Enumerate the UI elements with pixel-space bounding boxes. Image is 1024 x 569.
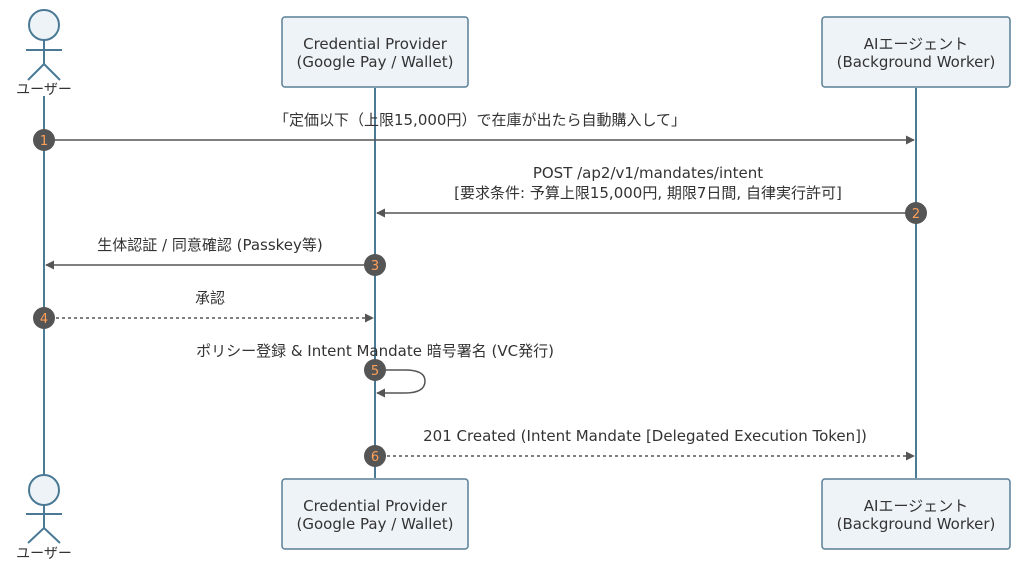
- participant-agent-top: AIエージェント (Background Worker): [821, 16, 1011, 88]
- message-4: 承認 4: [33, 289, 374, 329]
- user-icon: [28, 474, 60, 506]
- message-4-marker: [33, 307, 55, 329]
- user-icon: [28, 9, 60, 41]
- participant-provider-top: Credential Provider (Google Pay / Wallet…: [281, 16, 469, 88]
- message-1-label: 「定価以下（上限15,000円）で在庫が出たら自動購入して」: [274, 111, 686, 129]
- message-5-marker: [364, 359, 386, 381]
- message-2-number: 2: [912, 207, 920, 222]
- provider-label-line1: Credential Provider: [303, 35, 448, 53]
- message-5-number: 5: [371, 364, 379, 379]
- actor-user-bottom: ユーザー: [16, 474, 72, 562]
- message-6-marker: [364, 445, 386, 467]
- actor-user-label: ユーザー: [16, 546, 72, 562]
- message-4-number: 4: [40, 312, 48, 327]
- message-3-marker: [364, 254, 386, 276]
- actor-user-label: ユーザー: [16, 82, 72, 98]
- message-2: POST /ap2/v1/mandates/intent [要求条件: 予算上限…: [376, 164, 927, 224]
- message-6-label: 201 Created (Intent Mandate [Delegated E…: [423, 427, 867, 445]
- agent-label-line2: (Background Worker): [837, 515, 996, 533]
- participant-provider-bottom: Credential Provider (Google Pay / Wallet…: [281, 478, 469, 550]
- message-4-label: 承認: [195, 289, 225, 307]
- message-2-label-line1: POST /ap2/v1/mandates/intent: [533, 164, 763, 182]
- message-5: ポリシー登録 & Intent Mandate 暗号署名 (VC発行) 5: [196, 342, 554, 398]
- message-5-label: ポリシー登録 & Intent Mandate 暗号署名 (VC発行): [196, 342, 554, 360]
- message-2-label-line2: [要求条件: 予算上限15,000円, 期限7日間, 自律実行許可]: [454, 184, 842, 202]
- actor-user-top: ユーザー: [16, 9, 72, 98]
- message-2-marker: [905, 202, 927, 224]
- agent-label-line1: AIエージェント: [864, 35, 968, 53]
- provider-label-line1: Credential Provider: [303, 497, 448, 515]
- message-3: 生体認証 / 同意確認 (Passkey等) 3: [45, 236, 386, 276]
- message-1: 「定価以下（上限15,000円）で在庫が出たら自動購入して」 1: [33, 111, 915, 151]
- provider-label-line2: (Google Pay / Wallet): [297, 515, 454, 533]
- message-1-number: 1: [40, 134, 48, 149]
- provider-label-line2: (Google Pay / Wallet): [297, 53, 454, 71]
- message-5-self-arrow: [375, 369, 426, 398]
- message-6: 201 Created (Intent Mandate [Delegated E…: [364, 427, 915, 467]
- message-3-number: 3: [371, 259, 379, 274]
- agent-label-line1: AIエージェント: [864, 497, 968, 515]
- message-3-label: 生体認証 / 同意確認 (Passkey等): [97, 236, 323, 254]
- participant-agent-bottom: AIエージェント (Background Worker): [821, 478, 1011, 550]
- message-1-marker: [33, 129, 55, 151]
- agent-label-line2: (Background Worker): [837, 53, 996, 71]
- message-6-number: 6: [371, 450, 379, 465]
